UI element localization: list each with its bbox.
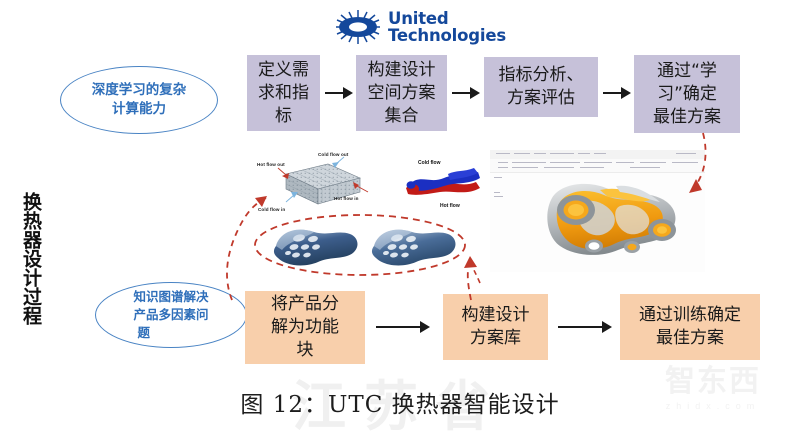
top-step-4-line1: 通过“学 — [657, 60, 717, 81]
mesh-label-cold-flow-out: Cold flow out — [318, 152, 349, 157]
top-step-3[interactable]: 指标分析、 方案评估 — [484, 57, 598, 117]
logo-line-2: Technologies — [388, 26, 506, 45]
top-step-1[interactable]: 定义需 求和指 标 — [247, 55, 320, 131]
bottom-step-3[interactable]: 通过训练确定 最佳方案 — [620, 294, 760, 360]
callout-knowledge-graph-line2: 产品多因素问 — [133, 307, 209, 322]
watermark-logo-text: 智东西 — [665, 365, 761, 398]
top-step-4-line3: 最佳方案 — [653, 106, 721, 127]
top-step-1-line1: 定义需 — [258, 59, 309, 80]
figure-caption: 图 12：UTC 换热器智能设计 — [240, 392, 560, 418]
plate-parts-graphic — [273, 229, 456, 266]
top-step-4[interactable]: 通过“学 习”确定 最佳方案 — [634, 55, 740, 133]
logo-wordmark: United Technologies — [388, 10, 506, 44]
bottom-arrow-1 — [376, 321, 430, 333]
top-step-2[interactable]: 构建设计 空间方案 集合 — [356, 55, 447, 131]
callout-deep-learning-line1: 深度学习的复杂 — [91, 82, 187, 98]
bottom-step-1-line3: 块 — [296, 340, 314, 360]
bottom-step-1[interactable]: 将产品分 解为功能 块 — [245, 291, 365, 364]
top-step-1-line3: 标 — [275, 105, 292, 126]
bottom-step-2-line1: 构建设计 — [461, 305, 530, 325]
flow-label-hot-flow: Hot flow — [440, 203, 460, 209]
process-vertical-title: 换热器设计过程 — [20, 191, 42, 325]
mesh-block-graphic — [277, 156, 369, 205]
top-arrow-2 — [452, 87, 480, 99]
bottom-step-2[interactable]: 构建设计 方案库 — [443, 294, 548, 360]
top-step-3-line2: 方案评估 — [507, 88, 575, 108]
bottom-step-1-line1: 将产品分 — [271, 294, 339, 314]
callout-knowledge-graph-line3: 题 — [137, 325, 150, 340]
cad-software-window[interactable] — [490, 150, 705, 272]
dashed-arrow-ellipse-right — [467, 258, 481, 284]
mesh-label-cold-flow-in: Cold flow in — [258, 207, 286, 212]
top-arrow-3 — [603, 87, 631, 99]
bottom-step-1-line2: 解为功能 — [271, 317, 339, 337]
top-arrow-1 — [325, 87, 353, 99]
watermark-background-text: 江苏省 — [292, 377, 508, 437]
bottom-step-3-line1: 通过训练确定 — [639, 305, 741, 325]
united-technologies-logo: United Technologies — [335, 6, 565, 48]
bottom-step-2-line2: 方案库 — [470, 328, 521, 348]
flow-label-cold-flow: Cold flow — [418, 160, 441, 166]
logo-line-1: United — [388, 9, 449, 28]
top-step-3-line1: 指标分析、 — [498, 65, 584, 85]
mesh-label-hot-flow-in: Hot flow in — [334, 196, 359, 201]
hot-cold-flow-passage-model: Cold flow Hot flow — [400, 158, 486, 212]
watermark-logo-subtext: zhidx.com — [665, 401, 761, 411]
mesh-label-hot-flow-out: Hot flow out — [257, 162, 285, 167]
top-step-2-line3: 集合 — [384, 105, 419, 126]
callout-deep-learning: 深度学习的复杂 计算能力 — [60, 66, 218, 134]
top-step-1-line2: 求和指 — [258, 82, 309, 103]
top-step-4-line2: 习”确定 — [657, 83, 717, 104]
sunburst-icon — [336, 10, 380, 44]
callout-deep-learning-line2: 计算能力 — [112, 101, 166, 117]
flow-passage-graphic — [406, 168, 480, 195]
optimized-bracket-model — [547, 183, 676, 255]
callout-knowledge-graph: 知识图谱解决 产品多因素问 题 — [95, 282, 247, 348]
heat-exchanger-plate-parts — [266, 216, 466, 278]
callout-knowledge-graph-line1: 知识图谱解决 — [133, 289, 209, 304]
bottom-arrow-2 — [558, 321, 612, 333]
top-step-2-line1: 构建设计 — [367, 59, 436, 80]
bottom-step-3-line2: 最佳方案 — [656, 328, 724, 348]
watermark-logo: 智东西 zhidx.com — [638, 363, 788, 413]
top-step-2-line2: 空间方案 — [367, 82, 436, 103]
heat-exchanger-mesh-diagram: Hot flow out Cold flow out Cold flow in … — [256, 152, 376, 218]
